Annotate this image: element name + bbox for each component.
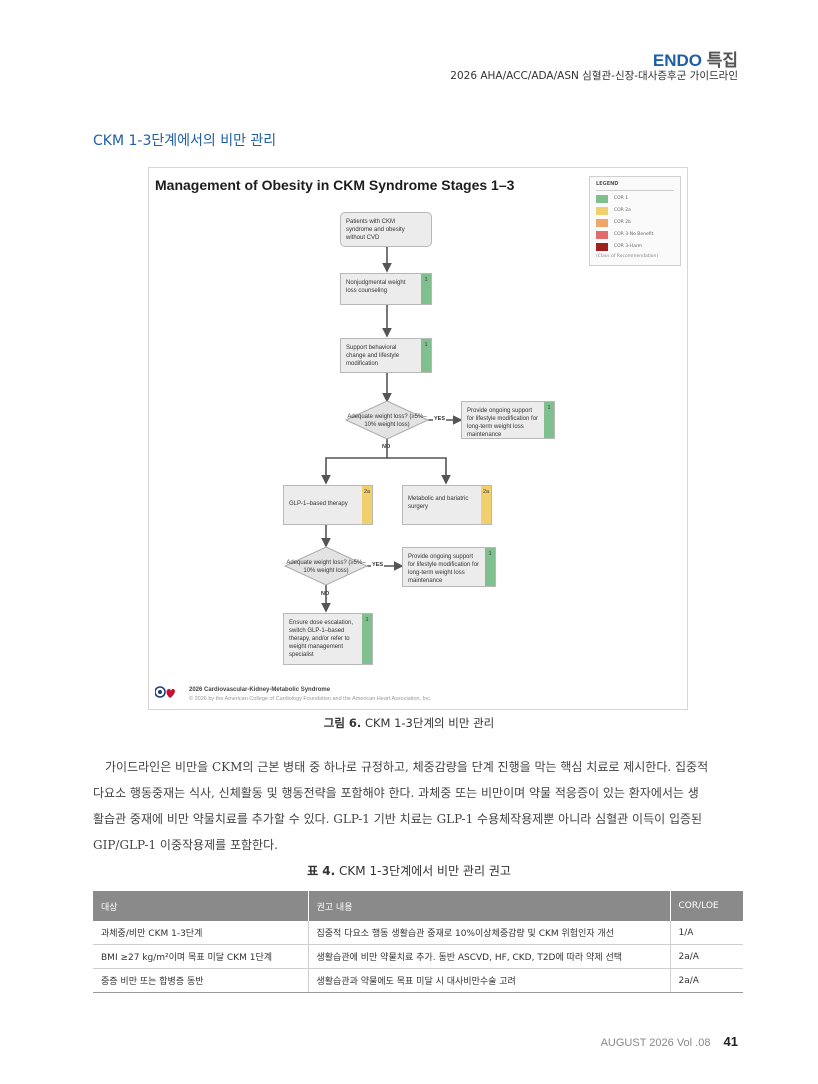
decision-text: Adequate weight loss? (≥5%–10% weight lo… [286, 560, 366, 575]
decision1-diamond [344, 400, 430, 440]
flow-node-support-2: Provide ongoing support for lifestyle mo… [402, 547, 496, 587]
flow-node-start: Patients with CKM syndrome and obesity w… [340, 212, 432, 247]
flow-connectors [283, 246, 463, 613]
flow-node-support-1: Provide ongoing support for lifestyle mo… [461, 401, 555, 439]
table-cell: 2a/A [670, 944, 743, 969]
legend-swatch [596, 206, 608, 215]
column-header: COR/LOE [670, 891, 743, 921]
figure-title: Management of Obesity in CKM Syndrome St… [155, 177, 515, 193]
brand-tail: 특집 [706, 51, 738, 71]
legend-label: COR 2a [614, 208, 631, 213]
body-paragraph: 가이드라인은 비만을 CKM의 근본 병태 중 하나로 규정하고, 체중감량을 … [93, 754, 741, 858]
section-title: CKM 1-3단계에서의 비만 관리 [93, 133, 277, 149]
journal-brand: ENDO 특집 [653, 46, 738, 71]
table-header-row: 대상 권고 내용 COR/LOE [93, 891, 743, 921]
no-label: NO [321, 591, 330, 597]
no-label: NO [382, 444, 391, 450]
node-text: Provide ongoing support for lifestyle mo… [467, 408, 539, 439]
flow-decision-1: Adequate weight loss? (≥5%–10% weight lo… [346, 401, 428, 439]
legend-item: COR 1 [596, 194, 628, 203]
legend-item: COR 2b [596, 218, 631, 227]
cor-badge: 1 [421, 274, 431, 304]
flow-node-escalation: Ensure dose escalation, switch GLP-1–bas… [283, 613, 373, 665]
table-caption: 표 4. CKM 1-3단계에서 비만 관리 권고 [0, 862, 818, 879]
legend-item: COR 3-Harm [596, 242, 642, 251]
acc-aha-logo [155, 686, 175, 698]
page-footer: AUGUST 2026 Vol .08 41 [601, 1034, 738, 1049]
legend-swatch [596, 242, 608, 251]
figure-caption-label: 그림 6. [323, 716, 362, 730]
legend-label: COR 2b [614, 220, 631, 225]
node-text: GLP-1–based therapy [289, 501, 348, 507]
flow-node-glp1: GLP-1–based therapy 2a [283, 485, 373, 525]
flow-node-behavioral: Support behavioral change and lifestyle … [340, 338, 432, 373]
table-cell: 중증 비만 또는 합병증 동반 [93, 968, 309, 993]
flow-decision-2: Adequate weight loss? (≥5%–10% weight lo… [285, 547, 367, 585]
legend-swatch [596, 218, 608, 227]
legend-label: COR 3-Harm [614, 244, 643, 249]
legend-item: COR 2a [596, 206, 631, 215]
node-text: Nonjudgmental weight loss counseling [346, 280, 406, 295]
table-cell: BMI ≥27 kg/m²이며 목표 미달 CKM 1단계 [93, 944, 309, 969]
yes-label: YES [433, 416, 447, 422]
table-cell: 집중적 다요소 행동 생활습관 중재로 10%이상체중감량 및 CKM 위험인자… [308, 921, 671, 945]
legend-swatch [596, 230, 608, 239]
node-text: Patients with CKM syndrome and obesity w… [346, 219, 405, 242]
table-cell: 생활습관과 약물에도 목표 미달 시 대사비만수술 고려 [308, 968, 671, 993]
node-text: Metabolic and bariatric surgery [408, 496, 469, 511]
page-number: 41 [723, 1034, 738, 1049]
table-cell: 1/A [670, 921, 743, 945]
column-header: 권고 내용 [308, 891, 671, 921]
figure-copyright: © 2026 by the American College of Cardio… [189, 696, 432, 702]
table-cell: 과체중/비만 CKM 1-3단계 [93, 921, 309, 945]
paragraph-line: GIP/GLP-1 이중작용제를 포함한다. [93, 838, 278, 852]
issue-label: AUGUST 2026 Vol .08 [600, 1037, 711, 1049]
legend-label: COR 3-No Benefit [614, 232, 654, 237]
table-row: 중증 비만 또는 합병증 동반 생활습관과 약물에도 목표 미달 시 대사비만수… [93, 968, 743, 993]
legend-label: COR 1 [614, 196, 629, 201]
table-cell: 생활습관에 비만 약물치료 추가. 동반 ASCVD, HF, CKD, T2D… [308, 944, 671, 969]
cor-badge: 2a [362, 486, 372, 524]
flow-node-counseling: Nonjudgmental weight loss counseling 1 [340, 273, 432, 305]
legend: LEGEND COR 1 COR 2a COR 2b COR 3-No Bene… [589, 176, 681, 266]
node-text: Ensure dose escalation, switch GLP-1–bas… [289, 620, 354, 659]
arrow-decision1-to-glp1 [321, 439, 388, 485]
table-cell: 2a/A [670, 968, 743, 993]
legend-swatch [596, 194, 608, 203]
recommendation-table: 대상 권고 내용 COR/LOE 과체중/비만 CKM 1-3단계 집중적 다요… [93, 891, 743, 993]
table-row: 과체중/비만 CKM 1-3단계 집중적 다요소 행동 생활습관 중재로 10%… [93, 921, 743, 945]
legend-footer: (Class of Recommendation) [596, 254, 659, 259]
legend-title: LEGEND [596, 181, 619, 187]
paragraph-line: 활습관 중재에 비만 약물치료를 추가할 수 있다. GLP-1 기반 치료는 … [93, 812, 703, 826]
figure-caption: 그림 6. CKM 1-3단계의 비만 관리 [0, 715, 818, 731]
node-text: Provide ongoing support for lifestyle mo… [408, 554, 480, 585]
table-caption-label: 표 4. [307, 864, 336, 878]
flow-node-bariatric: Metabolic and bariatric surgery 2a [402, 485, 492, 525]
column-header: 대상 [93, 891, 309, 921]
brand-name: ENDO [652, 51, 702, 70]
paragraph-line: 다요소 행동중재는 식사, 신체활동 및 행동전략을 포함해야 한다. 과체중 … [93, 786, 699, 800]
cor-badge: 2a [481, 486, 491, 524]
cor-badge: 1 [421, 339, 431, 372]
decision-text: Adequate weight loss? (≥5%–10% weight lo… [347, 414, 427, 429]
cor-badge: 1 [485, 548, 495, 586]
legend-item: COR 3-No Benefit [596, 230, 653, 239]
table-row: BMI ≥27 kg/m²이며 목표 미달 CKM 1단계 생활습관에 비만 약… [93, 944, 743, 969]
yes-label: YES [371, 562, 385, 568]
paragraph-line: 가이드라인은 비만을 CKM의 근본 병태 중 하나로 규정하고, 체중감량을 … [105, 760, 709, 774]
decision2-diamond [283, 546, 369, 586]
cor-badge: 1 [544, 402, 554, 438]
flowchart-figure: Management of Obesity in CKM Syndrome St… [148, 167, 688, 710]
legend-divider [596, 190, 674, 191]
table-caption-text: CKM 1-3단계에서 비만 관리 권고 [339, 864, 511, 878]
figure-footer-title: 2026 Cardiovascular-Kidney-Metabolic Syn… [189, 687, 331, 693]
header-subtitle: 2026 AHA/ACC/ADA/ASN 심혈관-신장-대사증후군 가이드라인 [450, 70, 738, 82]
cor-badge: 1 [362, 614, 372, 664]
figure-caption-text: CKM 1-3단계의 비만 관리 [364, 716, 495, 730]
node-text: Support behavioral change and lifestyle … [346, 345, 400, 368]
arrow-decision1-to-bariatric [387, 457, 451, 485]
